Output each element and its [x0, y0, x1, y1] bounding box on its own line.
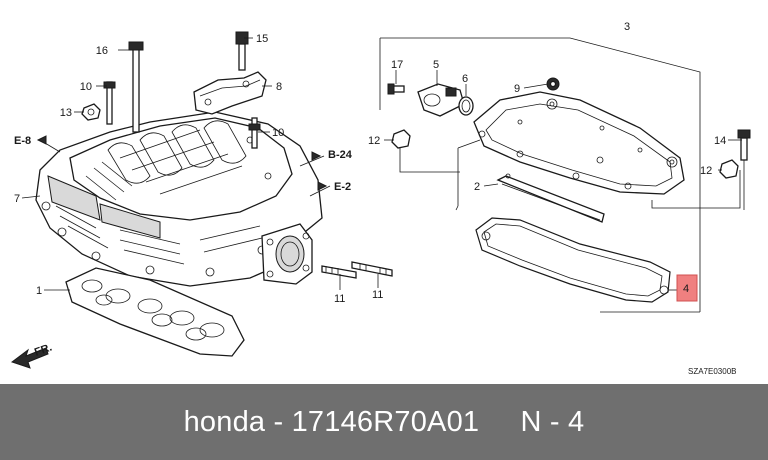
callout-3: 3: [624, 21, 630, 33]
callout-5: 5: [433, 59, 439, 71]
callout-10-right: 10: [272, 127, 284, 139]
callout-7: 7: [14, 193, 20, 205]
callout-16: 16: [96, 45, 108, 57]
parts-diagram: FR.: [10, 21, 751, 376]
grommet-part-9: [546, 77, 560, 91]
studs-part-11: [321, 261, 393, 279]
leader-lines: [21, 37, 745, 291]
bracket-part-8: [193, 71, 267, 115]
arrow-e8: [36, 135, 47, 145]
callout-11-left: 11: [334, 293, 345, 305]
callout-17: 17: [391, 59, 403, 71]
callout-6: 6: [462, 73, 468, 85]
diagram-code: SZA7E0300B: [688, 367, 736, 376]
nut-part-12-left: [391, 129, 411, 149]
bolt-part-14: [737, 129, 751, 161]
gasket-part-1: [65, 267, 245, 357]
callout-12-left: 12: [368, 135, 380, 147]
callout-8: 8: [276, 81, 282, 93]
stud-part-16: [128, 41, 144, 133]
stud-part-10-right: [248, 117, 261, 149]
stud-part-10-left: [103, 81, 116, 125]
callout-1: 1: [36, 285, 42, 297]
callout-4: 4: [683, 283, 689, 295]
callout-15: 15: [256, 33, 268, 45]
reference-e8: E-8: [14, 135, 31, 147]
reference-e2: E-2: [334, 181, 351, 193]
intake-manifold: [35, 111, 323, 287]
callout-14: 14: [714, 135, 726, 147]
o-ring-part-6: [458, 96, 474, 116]
part-info-text: honda - 17146R70A01 N - 4: [183, 405, 585, 438]
arrow-e2: [317, 181, 328, 191]
nut-part-12-right: [719, 159, 739, 179]
part-info-bar: honda - 17146R70A01 N - 4: [0, 384, 768, 460]
callout-11-right: 11: [372, 289, 383, 301]
callout-10-left: 10: [80, 81, 92, 93]
callout-2: 2: [474, 181, 480, 193]
assembly-bracket-part-3: [379, 37, 701, 312]
exploded-view-drawing: FR.: [10, 21, 751, 376]
gasket-part-4: [475, 217, 671, 303]
bolt-part-17: [387, 83, 405, 95]
arrow-b24: [311, 151, 322, 161]
cover-part-9: [473, 91, 685, 195]
reference-b24: B-24: [328, 149, 353, 161]
highlight-box: [676, 274, 698, 302]
front-direction-marker: FR.: [10, 341, 54, 369]
highlighted-callout-4: 4: [676, 274, 698, 302]
sensor-part-5: [417, 83, 465, 117]
seal-part-2: [496, 173, 605, 223]
callout-9: 9: [514, 83, 520, 95]
callout-12-right: 12: [700, 165, 712, 177]
nut-part-13: [81, 103, 101, 121]
callout-13: 13: [60, 107, 72, 119]
front-marker-label: FR.: [33, 341, 54, 358]
